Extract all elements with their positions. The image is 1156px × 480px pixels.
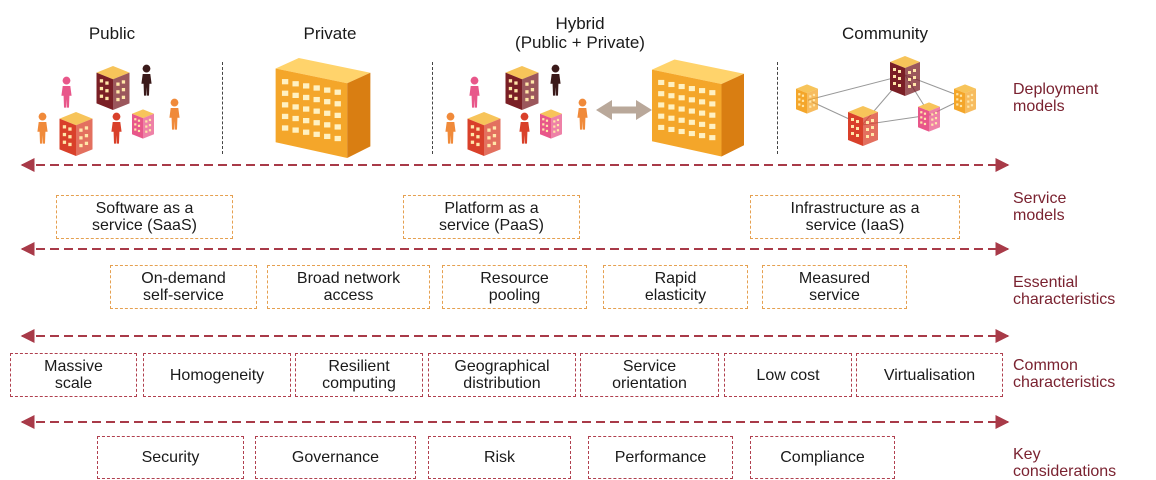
box-text: Compliance: [780, 449, 865, 466]
box-text: Low cost: [756, 366, 820, 384]
box-text: Measured: [798, 270, 871, 287]
box-text: Infrastructure as a: [790, 200, 920, 217]
common-homogeneity: Homogeneity: [143, 353, 291, 397]
box-text: service (PaaS): [439, 217, 544, 234]
row-label-line: considerations: [1013, 463, 1117, 480]
key-security: Security: [97, 436, 244, 479]
box-text: Homogeneity: [169, 366, 265, 384]
box-text: Broad network: [296, 270, 401, 287]
box-text: service (SaaS): [92, 217, 197, 234]
hybrid-title-line2: (Public + Private): [515, 33, 645, 52]
box-text: On-demand: [141, 270, 226, 287]
box-text: Risk: [483, 449, 516, 466]
box-text: Governance: [291, 449, 380, 466]
row-label-line: models: [1013, 207, 1065, 224]
separator-line: [222, 62, 223, 154]
box-text: Resilient: [328, 358, 390, 375]
box-text: Service: [622, 358, 677, 375]
row-label-line: characteristics: [1013, 374, 1116, 391]
row-label-line: characteristics: [1013, 291, 1116, 308]
box-text: distribution: [463, 375, 541, 392]
row-label-line: Essential: [1013, 274, 1078, 291]
separator-line: [432, 62, 433, 154]
private-title: Private: [303, 24, 357, 43]
community-network-icon: [807, 74, 966, 126]
box-text: service: [809, 287, 860, 304]
box-text: elasticity: [644, 287, 707, 304]
box-text: self-service: [143, 287, 224, 304]
box-text: Geographical: [454, 358, 550, 375]
public-cluster-icon: [37, 64, 180, 156]
common-low-cost: Low cost: [724, 353, 852, 397]
double-arrow-icon: [596, 100, 652, 120]
box-text: Massive: [44, 358, 103, 375]
key-compliance: Compliance: [750, 436, 895, 479]
box-text: scale: [54, 375, 93, 392]
row-label-service-models: Service models: [1013, 190, 1066, 224]
box-text: computing: [322, 375, 396, 392]
box-text: Security: [141, 449, 200, 466]
box-text: Performance: [614, 449, 707, 466]
key-performance: Performance: [588, 436, 733, 479]
key-risk: Risk: [428, 436, 571, 479]
box-text: pooling: [488, 287, 541, 304]
row-label-line: Key: [1013, 446, 1041, 463]
row-label-line: Service: [1013, 190, 1067, 207]
box-text: Software as a: [95, 200, 194, 217]
row-label-essential-characteristics: Essential characteristics: [1013, 274, 1115, 308]
hybrid-title-line1: Hybrid: [555, 14, 605, 33]
hybrid-private-building-icon: [652, 59, 744, 157]
row-label-line: Common: [1013, 357, 1078, 374]
row-label-key-considerations: Key considerations: [1013, 446, 1116, 480]
box-text: Virtualisation: [883, 366, 976, 384]
row-label-deployment-models: Deployment models: [1013, 81, 1098, 115]
key-governance: Governance: [255, 436, 416, 479]
row-label-line: Deployment: [1013, 81, 1099, 98]
box-text: access: [323, 287, 374, 304]
row-label-line: models: [1013, 98, 1065, 115]
public-title: Public: [88, 24, 136, 43]
box-text: orientation: [612, 375, 687, 392]
row-label-common-characteristics: Common characteristics: [1013, 357, 1115, 391]
box-text: Rapid: [654, 270, 697, 287]
box-text: Platform as a: [444, 200, 539, 217]
box-text: Resource: [480, 270, 549, 287]
hybrid-title: Hybrid (Public + Private): [490, 14, 670, 52]
common-virtualisation: Virtualisation: [856, 353, 1003, 397]
hybrid-public-cluster-icon: [445, 64, 588, 156]
private-building-icon: [275, 58, 371, 158]
separator-line: [777, 62, 778, 154]
box-text: service (IaaS): [805, 217, 905, 234]
community-title: Community: [842, 24, 928, 43]
